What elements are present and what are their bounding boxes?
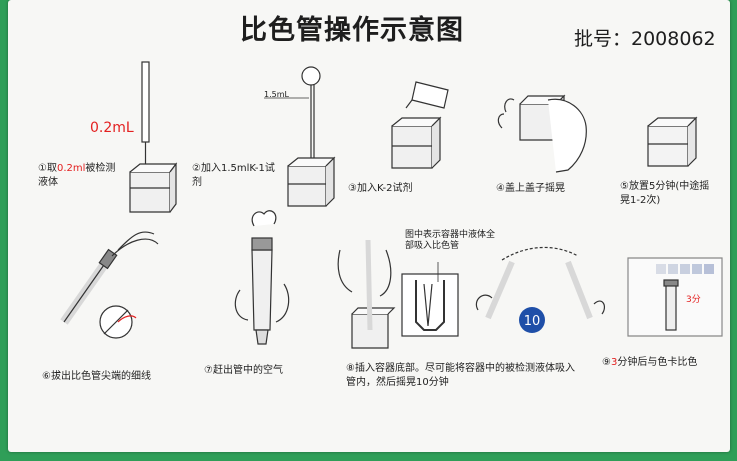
step-8-caption: ⑧插入容器底部。尽可能将容器中的被检测液体吸入管内，然后摇晃10分钟 bbox=[346, 363, 575, 388]
step8-illustration bbox=[337, 239, 606, 349]
step-3-caption: ③加入K-2试剂 bbox=[348, 183, 413, 194]
page-title: 比色管操作示意图 bbox=[240, 15, 464, 46]
step-9-caption: ⑨3分钟后与色卡比色 bbox=[602, 357, 698, 368]
step-5-caption: ⑤放置5分钟(中途摇晃1-2次) bbox=[620, 181, 710, 206]
illustrations: 10 bbox=[60, 61, 723, 349]
step2-illustration bbox=[264, 66, 336, 207]
step5-illustration bbox=[647, 116, 698, 167]
timer-label: 10 bbox=[524, 314, 541, 329]
step9-illustration bbox=[627, 257, 723, 337]
step-1-caption: ①取0.2ml被检测液体 bbox=[38, 163, 116, 188]
card-time-label: 3分 bbox=[686, 295, 701, 305]
instruction-sheet: 比色管操作示意图 批号：2008062 bbox=[8, 0, 730, 452]
step7-illustration bbox=[234, 210, 290, 345]
step3-illustration bbox=[391, 81, 449, 169]
note-fig8: 图中表示容器中液体全部吸入比色管 bbox=[405, 230, 496, 251]
step-7-caption: ⑦赶出管中的空气 bbox=[204, 365, 283, 376]
step1-illustration bbox=[129, 61, 178, 213]
step6-illustration bbox=[60, 231, 159, 339]
step-6-caption: ⑥拔出比色管尖端的细线 bbox=[42, 371, 151, 382]
volume-label-0-2ml: 0.2mL bbox=[90, 120, 134, 136]
volume-label-1-5ml: 1.5mL bbox=[264, 90, 289, 99]
step4-illustration bbox=[497, 94, 587, 173]
step-4-caption: ④盖上盖子摇晃 bbox=[496, 183, 565, 194]
timer-icon bbox=[519, 307, 545, 333]
batch-number: 批号：2008062 bbox=[574, 28, 716, 50]
step-2-caption: ②加入1.5mlK-1试剂 bbox=[192, 163, 275, 188]
